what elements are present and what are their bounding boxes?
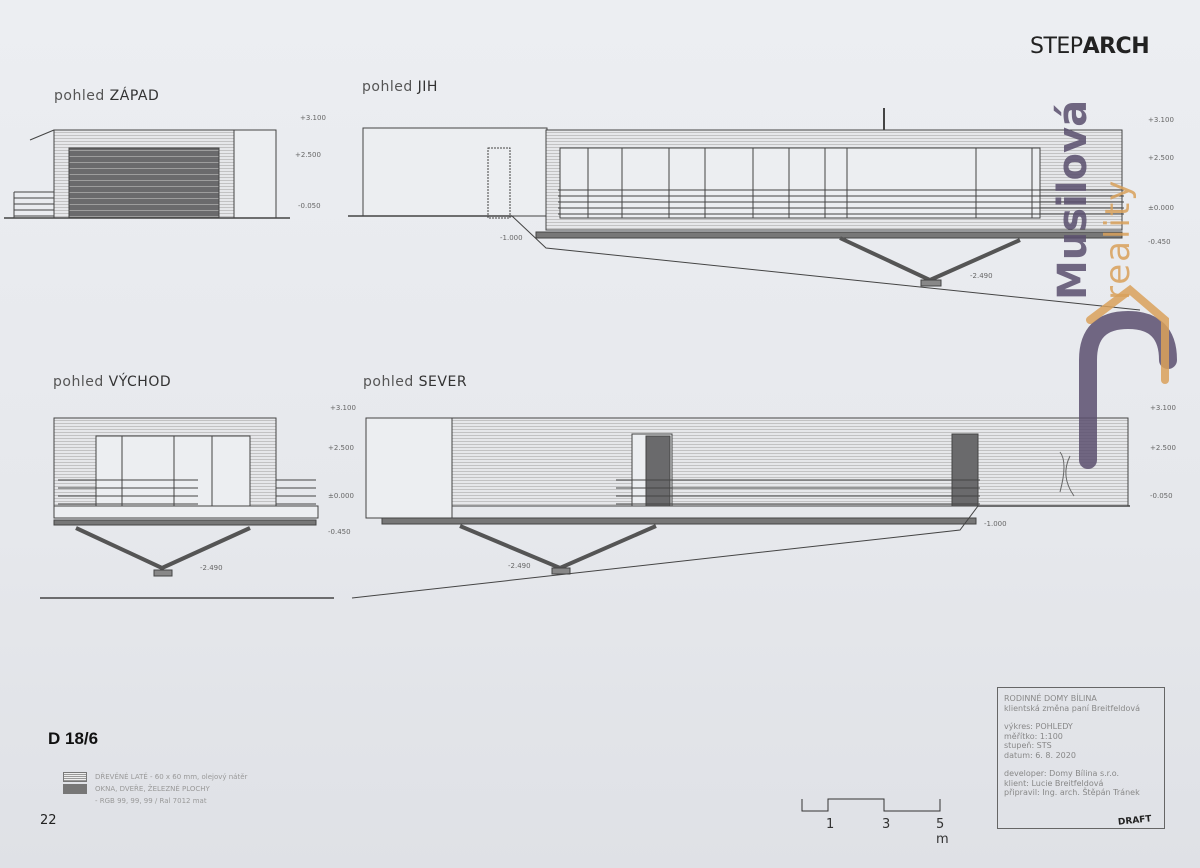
level-label: +3.100	[300, 114, 326, 122]
level-label: +3.100	[1150, 404, 1176, 412]
level-label: +3.100	[1148, 116, 1174, 124]
logo-part1: STEP	[1030, 34, 1083, 59]
drawing-type: výkres: POHLEDY	[1004, 722, 1073, 731]
draft-stamp: DRAFT	[1117, 814, 1153, 828]
drawing-code: D 18/6	[48, 729, 99, 748]
watermark-name: Musilová	[1050, 99, 1096, 300]
client: klient: Lucie Breitfeldová	[1004, 778, 1104, 788]
watermark-sub: reality	[1098, 178, 1138, 300]
level-label: -0.050	[298, 202, 321, 210]
material-legend: DŘEVĚNÉ LATĚ - 60 x 60 mm, olejový nátěr…	[63, 771, 247, 807]
drawing-date: datum: 6. 8. 2020	[1004, 750, 1076, 760]
wood-slat-swatch	[63, 772, 87, 782]
level-label: -0.450	[328, 528, 351, 536]
scale-label: 3	[882, 817, 891, 832]
south-elevation	[348, 108, 1141, 311]
project-subtitle: klientská změna paní Breitfeldová	[1004, 703, 1141, 713]
legend-text: - RGB 99, 99, 99 / Ral 7012 mat	[95, 797, 207, 805]
east-elevation	[40, 417, 334, 599]
scale-label: 5 m	[936, 817, 949, 847]
view-title-north: pohled SEVER	[363, 374, 467, 390]
view-title-west: pohled ZÁPAD	[54, 87, 159, 104]
level-label: -0.450	[1148, 238, 1171, 246]
legend-item: DŘEVĚNÉ LATĚ - 60 x 60 mm, olejový nátěr	[63, 771, 247, 783]
level-label: +2.500	[328, 444, 354, 452]
view-title-south: pohled JIH	[362, 79, 438, 95]
scale-label: 1	[826, 817, 835, 832]
level-label: -1.000	[500, 234, 523, 242]
legend-text: DŘEVĚNÉ LATĚ - 60 x 60 mm, olejový nátěr	[95, 773, 248, 781]
level-label: -2.490	[508, 562, 531, 570]
level-label: ±0.000	[1148, 204, 1174, 212]
title-block: RODINNÉ DOMY BÍLINA klientská změna paní…	[997, 687, 1165, 829]
page-number: 22	[40, 813, 57, 828]
level-label: +3.100	[330, 404, 356, 412]
legend-item: OKNA, DVEŘE, ŽELEZNÉ PLOCHY	[63, 783, 247, 795]
watermark-logo-icon	[1079, 284, 1177, 469]
level-label: +2.500	[1148, 154, 1174, 162]
steparch-logo: STEPARCH	[1030, 34, 1150, 59]
steel-swatch	[63, 784, 87, 794]
north-elevation	[351, 417, 1130, 599]
view-title-east: pohled VÝCHOD	[53, 373, 171, 390]
logo-part2: ARCH	[1082, 34, 1150, 59]
project-name: RODINNÉ DOMY BÍLINA	[1004, 694, 1097, 703]
prepared-by: připravil: Ing. arch. Štěpán Tránek	[1004, 788, 1140, 797]
scale-bar-graphic	[801, 798, 941, 812]
legend-item: - RGB 99, 99, 99 / Ral 7012 mat	[63, 795, 247, 807]
level-label: -1.000	[984, 520, 1007, 528]
level-label: -2.490	[200, 564, 223, 572]
west-elevation	[4, 129, 290, 219]
level-label: +2.500	[1150, 444, 1176, 452]
legend-text: OKNA, DVEŘE, ŽELEZNÉ PLOCHY	[95, 785, 210, 793]
level-label: -0.050	[1150, 492, 1173, 500]
drawing-scale: měřítko: 1:100	[1004, 731, 1063, 741]
level-label: ±0.000	[328, 492, 354, 500]
scale-bar: 1 3 5 m	[800, 797, 950, 847]
level-label: +2.500	[295, 151, 321, 159]
developer: developer: Domy Bílina s.r.o.	[1004, 769, 1120, 778]
drawing-stage: stupeň: STS	[1004, 741, 1052, 750]
level-label: -2.490	[970, 272, 993, 280]
